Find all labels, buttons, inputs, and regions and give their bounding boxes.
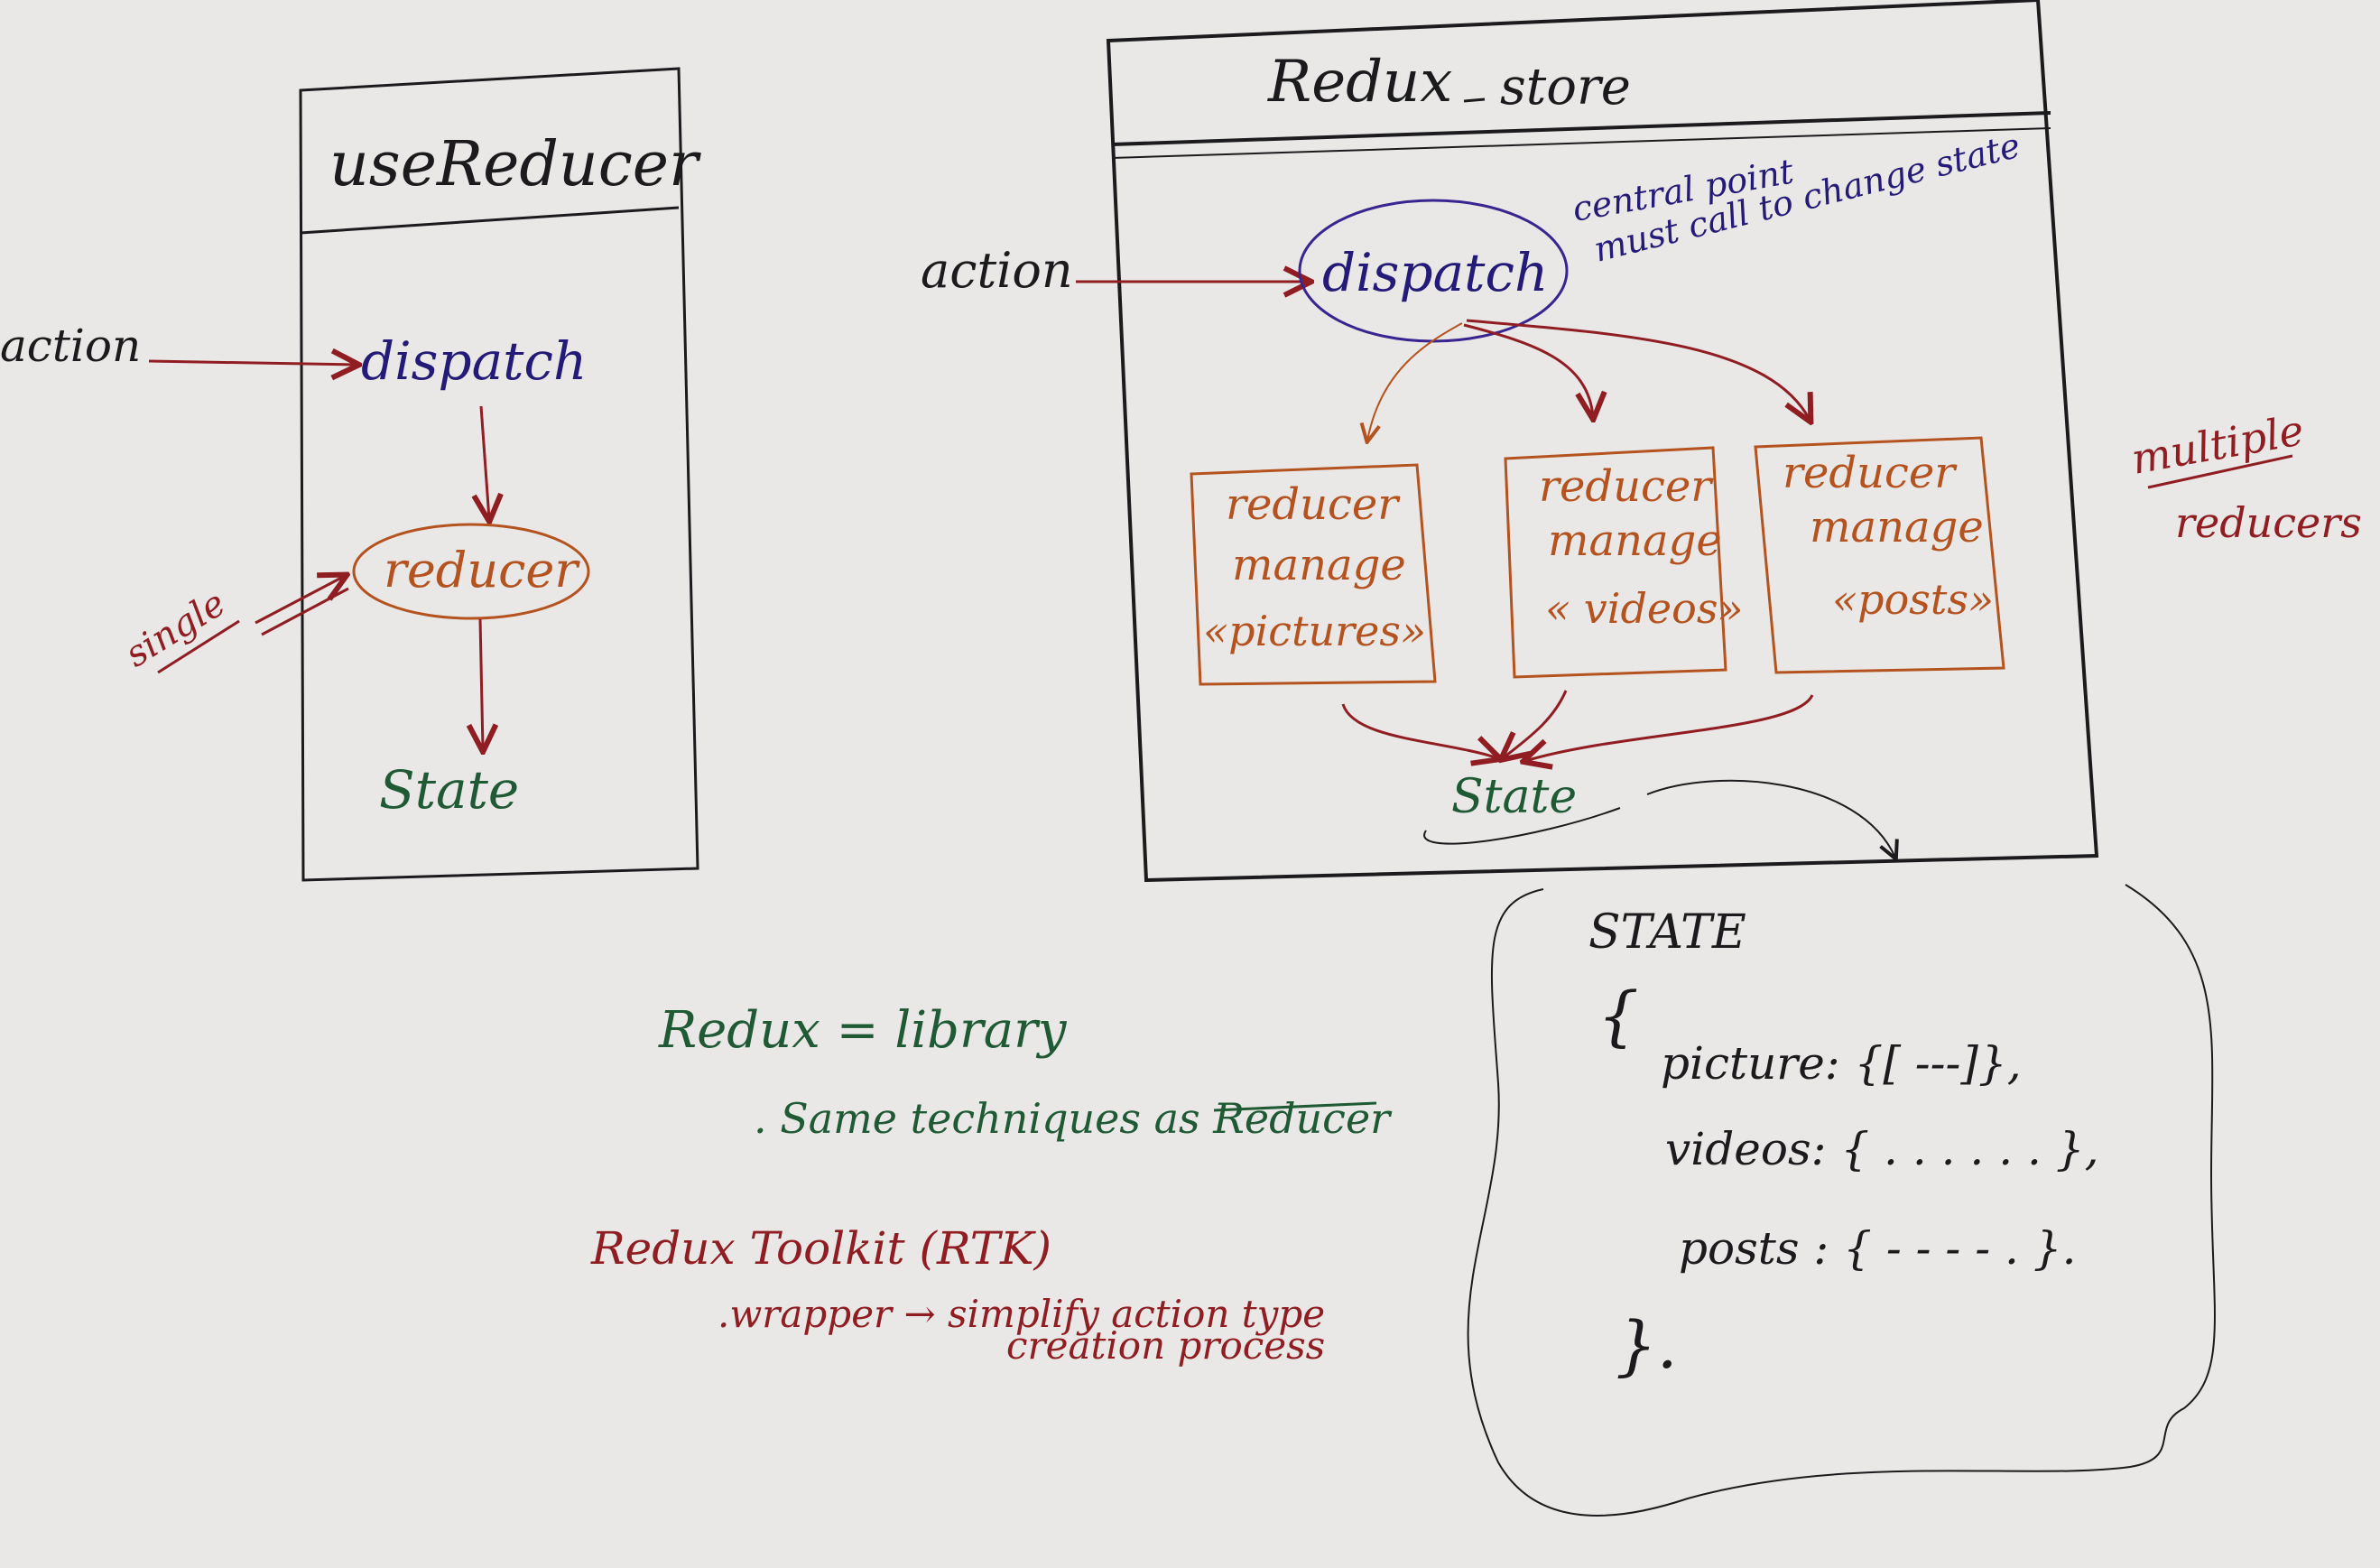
notes-section: Redux = library . Same techniques as Red… [590,1001,1393,1368]
redux-store-title-dash [1463,97,1486,103]
videos-to-state-arrow [1503,690,1568,758]
pictures-to-state-arrow [1341,703,1498,758]
reducer-videos-line1: reducer [1539,461,1714,512]
redux-store-title-divider-top [1111,111,2051,146]
note-reducer-underline [1213,1101,1377,1112]
left-dispatch-label: dispatch [361,330,587,392]
state-object-panel: STATE { picture: {[ ---]}, videos: { . .… [1467,884,2216,1517]
use-reducer-title: useReducer [329,129,701,200]
redux-store-title-store: store [1500,58,1631,116]
reducers-label: reducers [2175,498,2362,547]
state-object-open-brace: { [1597,978,1639,1053]
note-redux-library: Redux = library [658,1001,1068,1060]
reducer-box-pictures-outline [1190,463,1437,686]
redux-store-panel: Redux store action dispatch central poin… [921,0,2362,883]
left-action-arrow [148,361,357,365]
reducer-box-pictures: reducer manage «pictures» [1190,463,1437,686]
redux-store-box [1106,0,2099,883]
multiple-underline [2147,454,2293,489]
state-line-pictures: picture: {[ ---]}, [1661,1037,2022,1090]
reducer-box-videos: reducer manage « videos» [1504,446,1744,679]
reducer-pictures-line3: «pictures» [1203,607,1426,655]
reducer-box-videos-outline [1504,446,1727,679]
reducer-posts-line1: reducer [1783,448,1958,498]
reducer-videos-line3: « videos» [1545,584,1744,633]
note-wrapper-line1: .wrapper → simplify action type [718,1292,1325,1336]
reducer-to-state-arrow [480,618,483,749]
use-reducer-panel: useReducer action dispatch reducer singl… [0,67,701,882]
single-double-arrow-a [255,576,345,625]
redux-store-title-redux: Redux [1267,49,1452,116]
use-reducer-box [299,67,699,882]
redux-store-title-divider-bottom [1111,127,2051,159]
state-object-title: STATE [1588,905,1746,960]
dispatch-to-reducer-arrow [481,405,489,519]
reducer-pictures-line2: manage [1232,540,1406,590]
single-double-arrow-b [261,587,349,636]
reducer-box-posts: reducer manage «posts» [1754,436,2005,674]
right-dispatch-label: dispatch [1322,242,1548,303]
state-line-videos: videos: { . . . . . . }, [1665,1123,2098,1175]
left-action-label: action [0,320,141,372]
state-swoosh-underline [1423,807,1621,845]
posts-to-state-arrow [1525,694,1814,761]
note-wrapper-line2: creation process [1006,1323,1325,1368]
left-state-label: State [379,759,519,821]
left-reducer-ellipse [352,523,590,620]
right-state-label: State [1451,770,1577,824]
reducer-pictures-line1: reducer [1226,479,1401,530]
reducer-box-posts-outline [1754,436,2005,674]
left-reducer-label: reducer [384,542,580,598]
dispatch-to-pictures-arrow [1367,322,1463,441]
right-action-label: action [921,242,1073,299]
reducer-posts-line3: «posts» [1832,575,1994,624]
note-same-techniques: . Same techniques as Reducer [754,1094,1393,1143]
note-rtk-title: Redux Toolkit (RTK) [590,1222,1051,1275]
reducer-posts-line2: manage [1810,502,1984,552]
state-object-close-brace: }. [1616,1307,1678,1383]
dispatch-to-videos-arrow [1463,323,1593,417]
single-underline [157,619,240,674]
dispatch-to-posts-arrow [1466,319,1810,420]
state-line-posts: posts : { - - - - . }. [1679,1222,2077,1275]
use-reducer-title-divider [300,206,680,235]
reducer-videos-line2: manage [1548,515,1722,566]
state-swoosh-arrow [1646,779,1895,858]
state-object-outline [1467,884,2216,1517]
